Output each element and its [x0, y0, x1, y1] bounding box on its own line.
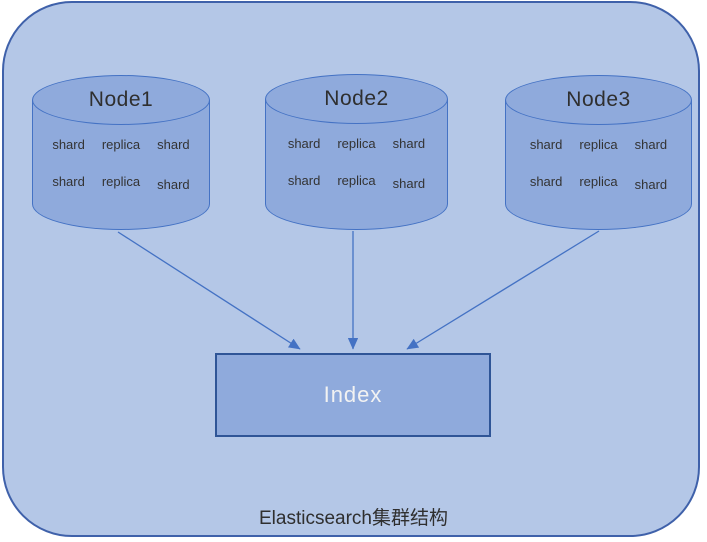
shard-row: shard replica shard: [530, 137, 667, 152]
cylinder-top-ellipse: [505, 75, 692, 125]
shard-label: shard: [287, 136, 321, 151]
shard-label: shard: [157, 137, 190, 152]
shard-label: shard: [529, 137, 563, 152]
replica-label: replica: [337, 136, 376, 151]
node1-cylinder: Node1 shard replica shard shard replica …: [32, 75, 210, 230]
index-box: Index: [215, 353, 491, 437]
node2-cylinder: Node2 shard replica shard shard replica …: [265, 74, 448, 230]
shard-row: shard replica shard: [52, 174, 190, 192]
shard-label: shard: [52, 137, 85, 152]
shard-rows: shard replica shard shard replica shard: [32, 137, 210, 192]
node3-cylinder: Node3 shard replica shard shard replica …: [505, 75, 692, 230]
shard-label: shard: [287, 173, 321, 188]
diagram-caption: Elasticsearch集群结构: [259, 508, 448, 529]
shard-rows: shard replica shard shard replica shard: [505, 137, 692, 192]
cylinder-body: [505, 100, 692, 230]
shard-row: shard replica shard: [529, 174, 668, 192]
replica-label: replica: [337, 173, 376, 188]
replica-label: replica: [579, 137, 618, 152]
shard-rows: shard replica shard shard replica shard: [265, 136, 448, 191]
replica-label: replica: [101, 174, 141, 189]
shard-row: shard replica shard: [52, 137, 189, 152]
shard-label: shard: [52, 174, 85, 189]
replica-label: replica: [579, 174, 618, 189]
shard-label: shard: [634, 137, 668, 152]
index-label: Index: [323, 382, 383, 407]
shard-row: shard replica shard: [288, 136, 425, 151]
shard-label: shard: [634, 177, 668, 192]
node2-label: Node2: [324, 87, 389, 110]
replica-label: replica: [101, 137, 141, 152]
shard-label: shard: [392, 136, 426, 151]
shard-row: shard replica shard: [287, 173, 426, 191]
shard-label: shard: [157, 177, 190, 192]
shard-label: shard: [529, 174, 563, 189]
cylinder-top-ellipse: [32, 75, 210, 125]
node3-label: Node3: [566, 88, 631, 111]
node1-label: Node1: [88, 88, 154, 111]
cylinder-top-ellipse: [265, 74, 448, 124]
shard-label: shard: [392, 176, 426, 191]
